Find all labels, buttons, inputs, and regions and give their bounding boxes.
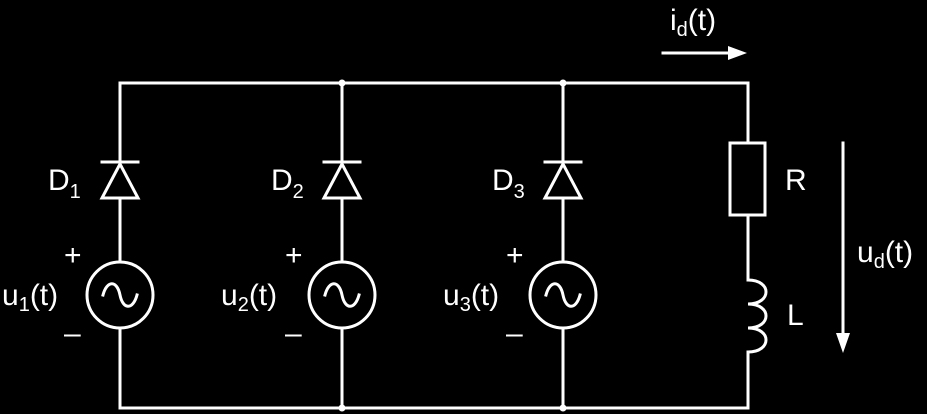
label-d1: D1: [48, 164, 81, 203]
label-id: id(t): [670, 4, 716, 41]
diode-d1: [99, 160, 141, 200]
voltage-arrow: [836, 141, 850, 353]
label-r: R: [785, 164, 807, 197]
diode-d2: [321, 160, 363, 200]
junction-dot: [338, 79, 346, 87]
wiring: [118, 81, 750, 410]
current-arrow: [661, 46, 747, 60]
ac-source-u3: [528, 260, 598, 330]
plus-sign-u1: +: [64, 239, 82, 272]
junction-dot: [559, 79, 567, 87]
junction-dot: [559, 404, 567, 412]
label-d2: D2: [271, 164, 304, 203]
plus-sign-u2: +: [285, 239, 303, 272]
label-u1: u1(t): [2, 279, 58, 316]
ac-source-u1: [85, 260, 155, 330]
label-l: L: [787, 299, 804, 332]
diode-d3: [542, 160, 584, 200]
minus-sign-u1: –: [64, 317, 81, 350]
label-u3: u3(t): [443, 279, 499, 316]
inductor: [746, 278, 768, 354]
label-d3: D3: [492, 164, 525, 203]
junction-dot: [338, 404, 346, 412]
minus-sign-u3: –: [506, 317, 523, 350]
resistor: [728, 141, 767, 217]
junction-dots: [338, 79, 567, 412]
ac-source-u2: [307, 260, 377, 330]
label-ud: ud(t): [857, 236, 913, 273]
minus-sign-u2: –: [285, 317, 302, 350]
label-u2: u2(t): [221, 279, 277, 316]
plus-sign-u3: +: [506, 239, 524, 272]
